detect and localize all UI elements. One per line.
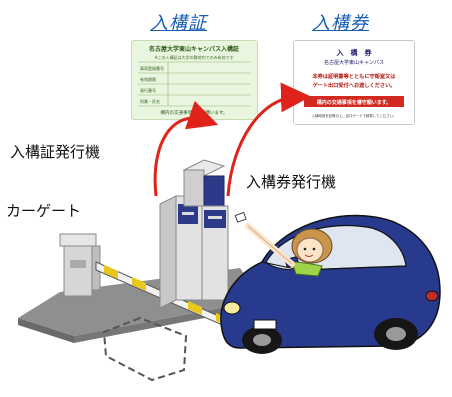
ticket-card-art: 入 構 券 名古屋大学東山キャンパス 本券は証明書等とともに守衛室又は ゲート出… <box>294 41 414 124</box>
permit-card-title: 名古屋大学東山キャンパス入構証 <box>149 45 239 53</box>
ticket-card-body-2: ゲート出口受付へお渡しください。 <box>312 81 395 89</box>
ticket-card-notice: 構内の交通事項を遵守願います。 <box>317 99 392 106</box>
permit-card-note: ※この入構証は大学の敷地内でのみ有効です <box>154 54 233 60</box>
ticket-card-heading: 入構券 <box>312 13 369 34</box>
driver <box>245 223 333 277</box>
ticket-card-body-1: 本券は証明書等とともに守衛室又は <box>312 72 396 80</box>
ticket-notice-band <box>304 96 404 107</box>
arrow-to-permit <box>153 100 219 197</box>
car-gate-label: カーゲート <box>6 202 82 220</box>
permit-row-label: 有効期限 <box>140 76 156 82</box>
permit-row-label: 所属・氏名 <box>140 98 160 104</box>
car-gate <box>59 233 101 297</box>
permit-issuing-machine <box>159 195 203 309</box>
ticket-card-subtitle: 名古屋大学東山キャンパス <box>324 59 384 66</box>
ticket-card: 入 構 券 名古屋大学東山キャンパス 本券は証明書等とともに守衛室又は ゲート出… <box>293 40 415 125</box>
permit-row-label: 発行番号 <box>140 87 156 93</box>
ticket-machine-label: 入構券発行機 <box>246 173 337 191</box>
car <box>220 214 441 354</box>
permit-machine-label: 入構証発行機 <box>10 143 101 161</box>
ticket-issuing-machine <box>182 159 229 301</box>
ticket-card-footer: 入構時刻を記録の上、出口ゲートで精算してください。 <box>312 113 397 118</box>
ticket-in-hand <box>234 211 247 223</box>
ticket-card-title: 入 構 券 <box>336 48 373 57</box>
permit-card-art: 名古屋大学東山キャンパス入構証 ※この入構証は大学の敷地内でのみ有効です 車両登… <box>133 42 256 118</box>
permit-card-rows: 車両登録番号 有効期限 発行番号 所属・氏名 <box>138 61 251 107</box>
permit-card-heading: 入構証 <box>150 13 207 34</box>
permit-row-label: 車両登録番号 <box>140 65 164 71</box>
dashed-lane <box>102 316 188 382</box>
arrow-to-ticket <box>226 82 311 197</box>
